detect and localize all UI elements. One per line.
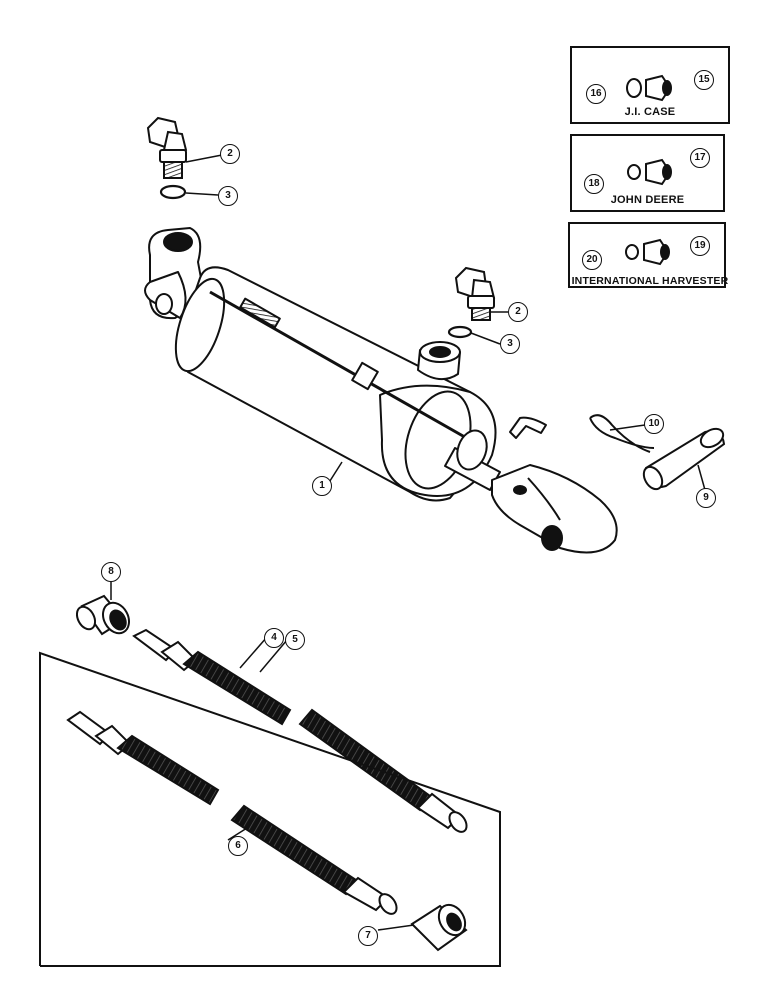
tie-rod <box>209 290 471 442</box>
callout-20: 20 <box>582 250 602 270</box>
hose-assembly-upper <box>132 628 468 833</box>
kit-enclosure-border <box>40 665 732 968</box>
callout-17: 17 <box>690 148 710 168</box>
inset-label-ji-case: J.I. CASE <box>624 106 676 118</box>
callout-adapter: 8 <box>101 562 121 582</box>
callout-oring-mid: 3 <box>500 334 520 354</box>
rear-end-cap <box>174 277 226 373</box>
elbow-fitting-mid <box>454 266 496 321</box>
inset-label-international-harvester: INTERNATIONAL HARVESTER <box>571 275 729 287</box>
kit-enclosure <box>39 651 501 967</box>
inset-label-john-deere: JOHN DEERE <box>610 194 685 206</box>
oring-fitting-pair-icon <box>626 74 672 102</box>
callout-clip: 10 <box>644 414 664 434</box>
callout-16: 16 <box>586 84 606 104</box>
oring-top <box>159 184 187 200</box>
inset-ji-case: 16 15 J.I. CASE <box>570 46 730 124</box>
oring-mid <box>447 325 473 339</box>
callout-15: 15 <box>694 70 714 90</box>
oring-fitting-pair-icon <box>625 238 670 266</box>
coupler-nut <box>410 903 468 952</box>
callout-coupler: 7 <box>358 926 378 946</box>
callout-elbow-mid: 2 <box>508 302 528 322</box>
hitch-pin-clip <box>589 414 655 453</box>
callout-19: 19 <box>690 236 710 256</box>
callout-oring-top: 3 <box>218 186 238 206</box>
clevis-pin <box>642 427 726 491</box>
cylinder-assembly <box>144 227 618 554</box>
leader-lines <box>110 154 706 931</box>
callout-hose-6: 6 <box>228 836 248 856</box>
callout-hose-5: 5 <box>285 630 305 650</box>
callout-pin: 9 <box>696 488 716 508</box>
callout-elbow-top: 2 <box>220 144 240 164</box>
inset-john-deere: 18 17 JOHN DEERE <box>570 134 725 212</box>
oring-fitting-pair-icon <box>627 158 672 186</box>
callout-hose-4: 4 <box>264 628 284 648</box>
hose-assembly-lower <box>66 710 398 915</box>
callout-18: 18 <box>584 174 604 194</box>
inset-international-harvester: 20 19 <box>568 222 726 288</box>
elbow-fitting-top <box>146 116 188 179</box>
callout-cylinder: 1 <box>312 476 332 496</box>
adapter-fitting <box>75 594 130 636</box>
